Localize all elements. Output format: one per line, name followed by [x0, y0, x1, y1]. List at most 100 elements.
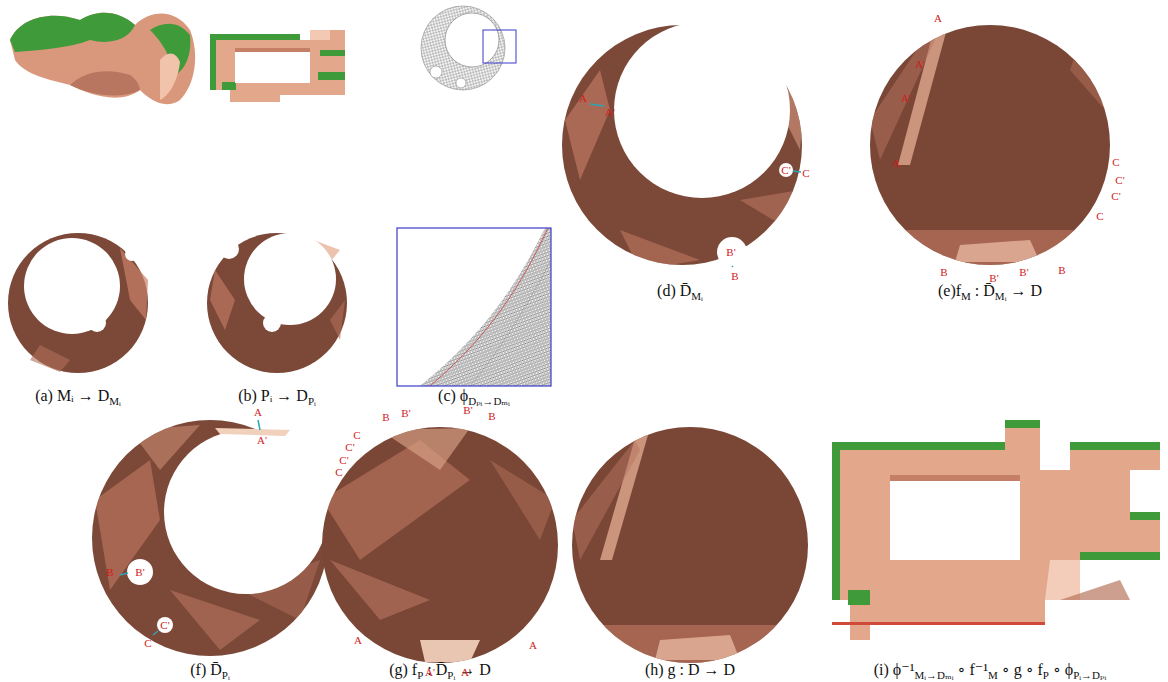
point-label: A [934, 13, 942, 24]
caption-text: (d) D̄ [657, 282, 691, 299]
point-label: A' [461, 667, 471, 678]
caption-text: (c) ϕ [438, 387, 468, 404]
point-label: B' [726, 247, 735, 258]
subfigure-caption: (d) D̄Mᵢ [657, 281, 703, 303]
unit-disk [870, 25, 1110, 265]
point-label: C [353, 430, 360, 441]
point-label: B [1058, 265, 1065, 276]
slit-disk [717, 237, 747, 267]
caption-subscript: M [961, 290, 971, 302]
caption-text: → D [455, 661, 491, 678]
disk-map [125, 247, 139, 261]
rectilinear-render [210, 30, 345, 102]
mesh-inset [470, 260, 551, 386]
point-label: A [254, 407, 262, 418]
point-label: B' [135, 567, 144, 578]
slit-disk [215, 428, 290, 436]
unit-disk [330, 560, 430, 620]
caption-subscript: Pᵢ→Dₚᵢ [1073, 669, 1106, 681]
mesh-inset [420, 228, 551, 386]
point-label: A [579, 93, 587, 104]
slit-disk [157, 617, 173, 633]
subfigure-caption: (e)fM : D̄Mᵢ → D [938, 281, 1042, 303]
mesh-disk [430, 66, 442, 78]
point-label: B' [463, 405, 472, 416]
disk-map [263, 314, 281, 332]
slit-disk [779, 163, 793, 177]
caption-text: → D [1006, 282, 1042, 299]
unit-disk [955, 240, 1040, 262]
point-label: A' [605, 107, 615, 118]
caption-subscript: Pᵢ [222, 669, 230, 681]
mesh-inset [420, 228, 551, 386]
disk-map [330, 300, 345, 340]
caption-text: (e)f [938, 282, 961, 299]
surface-render [70, 71, 140, 95]
caption-subscript: Pᵢ [447, 669, 455, 681]
slit-disk [127, 559, 153, 585]
unit-disk [322, 427, 558, 663]
disk-map [8, 233, 148, 373]
unit-disk [490, 460, 555, 540]
mapped-surface [832, 420, 1160, 640]
rectilinear-render [235, 48, 310, 83]
disk-map [207, 233, 347, 373]
subfigure-caption: (i) ϕ⁻¹Mᵢ→Dₘᵢ ∘ f⁻¹M ∘ g ∘ fP ∘ ϕPᵢ→Dₚᵢ [874, 660, 1107, 682]
caption-text: (a) Mᵢ → D [35, 387, 109, 404]
rectilinear-render [318, 72, 345, 80]
caption-subscript: M [988, 669, 998, 681]
slit-disk [740, 190, 800, 230]
mapped-surface [848, 590, 870, 605]
slit-disk [153, 631, 158, 635]
caption-text: : D̄ [971, 282, 995, 299]
point-label: A' [257, 435, 267, 446]
mapped-surface [890, 475, 1020, 481]
subfigure-caption: (h) g : D → D [645, 660, 735, 679]
disk-map [210, 270, 235, 330]
disk-map [30, 345, 70, 372]
surface-render [10, 13, 195, 104]
mesh-disk [445, 13, 499, 67]
mesh-inset [397, 228, 551, 386]
disk-map [24, 238, 120, 334]
caption-subscript: Pᵢ [308, 395, 316, 407]
mesh-inset [397, 228, 551, 386]
subfigure-caption: (g) fP : D̄Pᵢ → D [389, 660, 491, 682]
rectilinear-render [235, 48, 310, 52]
point-label: C' [1115, 175, 1124, 186]
unit-disk [1070, 40, 1110, 110]
point-label: A [529, 640, 537, 651]
point-label: C' [160, 620, 169, 631]
unit-disk [870, 30, 935, 160]
slit-disk [590, 104, 604, 106]
slit-disk [620, 230, 700, 270]
point-label: A' [915, 59, 925, 70]
caption-text: (g) f [389, 661, 417, 678]
slit-disk [565, 70, 610, 180]
mapped-surface [832, 442, 840, 600]
point-label: C [144, 638, 151, 649]
mapped-surface [832, 442, 1005, 450]
mapped-surface [1045, 560, 1080, 600]
slit-disk [793, 171, 801, 172]
caption-subscript: Mᵢ [691, 290, 703, 302]
caption-text: (i) ϕ⁻¹ [874, 661, 915, 678]
slit-disk [92, 420, 328, 656]
point-label: C' [781, 165, 790, 176]
point-label: B [731, 271, 738, 282]
mesh-inset [397, 228, 551, 386]
disk-map [219, 239, 239, 259]
mapped-surface [1060, 580, 1130, 600]
point-label: A [892, 158, 900, 169]
slit-disk [92, 420, 328, 656]
rectilinear-render [210, 34, 300, 40]
slit-disk [562, 22, 805, 270]
point-label: A' [425, 667, 435, 678]
mesh-disk [421, 6, 516, 90]
caption-subscript: Mᵢ→Dₘᵢ [915, 669, 954, 681]
unit-disk [322, 428, 555, 662]
mapped-surface [832, 622, 1045, 625]
point-label: B [940, 267, 947, 278]
caption-subscript: P [417, 669, 423, 681]
point-label: B [106, 567, 113, 578]
